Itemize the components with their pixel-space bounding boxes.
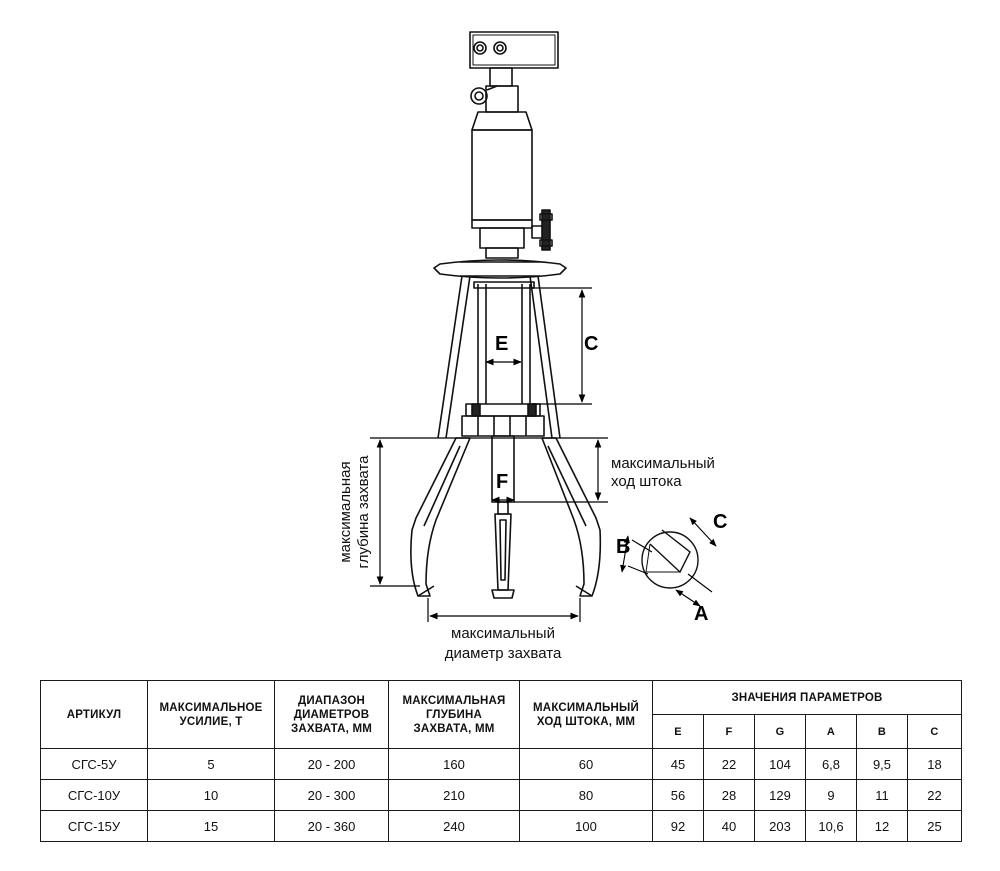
max-stroke-line1: максимальный	[611, 455, 715, 472]
yoke-plate	[433, 259, 567, 279]
max-depth-line1: максимальная	[337, 461, 354, 562]
cell-b: 9,5	[856, 748, 908, 780]
cell-e: 45	[652, 748, 704, 780]
cell-force: 10	[147, 779, 275, 811]
right-jaw	[541, 437, 602, 597]
puller-technical-drawing: E C F B C A максимальный ход штока макси…	[337, 31, 727, 662]
cell-article: СГС-5У	[40, 748, 148, 780]
cell-a: 6,8	[805, 748, 857, 780]
cell-c: 22	[906, 779, 963, 811]
left-jaw	[410, 437, 471, 597]
max-diam-line2: диаметр захвата	[445, 645, 562, 662]
cell-a: 10,6	[805, 810, 857, 842]
cell-depth: 160	[388, 748, 520, 780]
label-a: A	[694, 603, 708, 625]
piston-rod	[491, 435, 515, 599]
header-a: A	[805, 714, 857, 749]
cell-force: 15	[147, 810, 275, 842]
cell-f: 40	[703, 810, 755, 842]
cell-a: 9	[805, 779, 857, 811]
cell-depth: 210	[388, 779, 520, 811]
cell-e: 56	[652, 779, 704, 811]
cell-g: 203	[754, 810, 806, 842]
cell-e: 92	[652, 810, 704, 842]
max-stroke-line2: ход штока	[611, 473, 682, 490]
cell-depth: 240	[388, 810, 520, 842]
table-row: СГС-5У 5 20 - 200 160 60 45 22 104 6,8 9…	[40, 748, 963, 780]
header-b: B	[856, 714, 908, 749]
cell-article: СГС-15У	[40, 810, 148, 842]
cell-force: 5	[147, 748, 275, 780]
header-e: E	[652, 714, 704, 749]
cell-f: 28	[703, 779, 755, 811]
collar	[461, 403, 545, 437]
header-g: G	[754, 714, 806, 749]
cell-b: 12	[856, 810, 908, 842]
cell-range: 20 - 300	[274, 779, 389, 811]
cell-g: 104	[754, 748, 806, 780]
cell-range: 20 - 200	[274, 748, 389, 780]
pump-handle	[469, 31, 559, 105]
table-row: СГС-10У 10 20 - 300 210 80 56 28 129 9 1…	[40, 779, 963, 811]
cell-c: 25	[906, 810, 963, 842]
cell-range: 20 - 360	[274, 810, 389, 842]
label-f: F	[496, 471, 508, 493]
cell-b: 11	[856, 779, 908, 811]
cell-stroke: 60	[519, 748, 653, 780]
cell-f: 22	[703, 748, 755, 780]
cell-g: 129	[754, 779, 806, 811]
jaw-tip-detail	[620, 517, 717, 607]
label-b: B	[616, 536, 630, 558]
max-diam-line1: максимальный	[451, 625, 555, 642]
label-c: C	[584, 333, 598, 355]
frame	[437, 275, 561, 439]
header-params: ЗНАЧЕНИЯ ПАРАМЕТРОВ	[651, 680, 963, 715]
label-c-detail: C	[713, 511, 727, 533]
label-e: E	[495, 333, 508, 355]
table-row: СГС-15У 15 20 - 360 240 100 92 40 203 10…	[40, 810, 963, 842]
cell-stroke: 100	[519, 810, 653, 842]
cell-article: СГС-10У	[40, 779, 148, 811]
cell-c: 18	[906, 748, 963, 780]
cell-stroke: 80	[519, 779, 653, 811]
max-depth-line2: глубина захвата	[355, 455, 372, 569]
hydraulic-cylinder	[471, 85, 533, 259]
header-f: F	[703, 714, 755, 749]
release-valve	[531, 209, 553, 251]
header-c: C	[906, 714, 963, 749]
header-article: АРТИКУЛ	[40, 680, 148, 749]
